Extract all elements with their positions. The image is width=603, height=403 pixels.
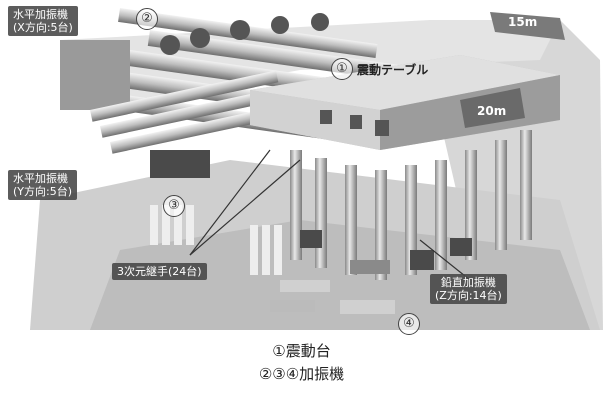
label-3d-joints: 3次元継手(24台) bbox=[112, 263, 207, 280]
label-h-exciter-x: 水平加振機 (X方向:5台) bbox=[8, 6, 78, 36]
label-v-exciter: 鉛直加振機 (Z方向:14台) bbox=[430, 274, 507, 304]
marker-4: ④ bbox=[398, 313, 420, 335]
caption-line-2: ②③④加振機 bbox=[258, 365, 345, 383]
label-dim-20m: 20m bbox=[477, 104, 507, 118]
marker-2: ② bbox=[136, 8, 158, 30]
dim-bar-20m bbox=[460, 88, 525, 128]
marker-1: ① bbox=[331, 58, 353, 80]
shaking-table-illustration bbox=[30, 7, 603, 330]
leader-lines bbox=[189, 149, 471, 281]
caption: ①震動台 ②③④加振機 bbox=[0, 340, 603, 386]
y-exciters bbox=[89, 70, 279, 178]
label-h-exciter-y: 水平加振機 (Y方向:5台) bbox=[8, 170, 78, 200]
label-dim-15m: 15m bbox=[508, 15, 538, 29]
caption-line-1: ①震動台 bbox=[272, 342, 331, 360]
vertical-exciters bbox=[270, 130, 532, 314]
dim-bar-15m bbox=[490, 12, 565, 40]
label-shaking-table: 震動テーブル bbox=[357, 63, 429, 77]
shaking-table bbox=[250, 12, 565, 150]
3d-joints bbox=[150, 205, 282, 275]
marker-3: ③ bbox=[163, 195, 185, 217]
